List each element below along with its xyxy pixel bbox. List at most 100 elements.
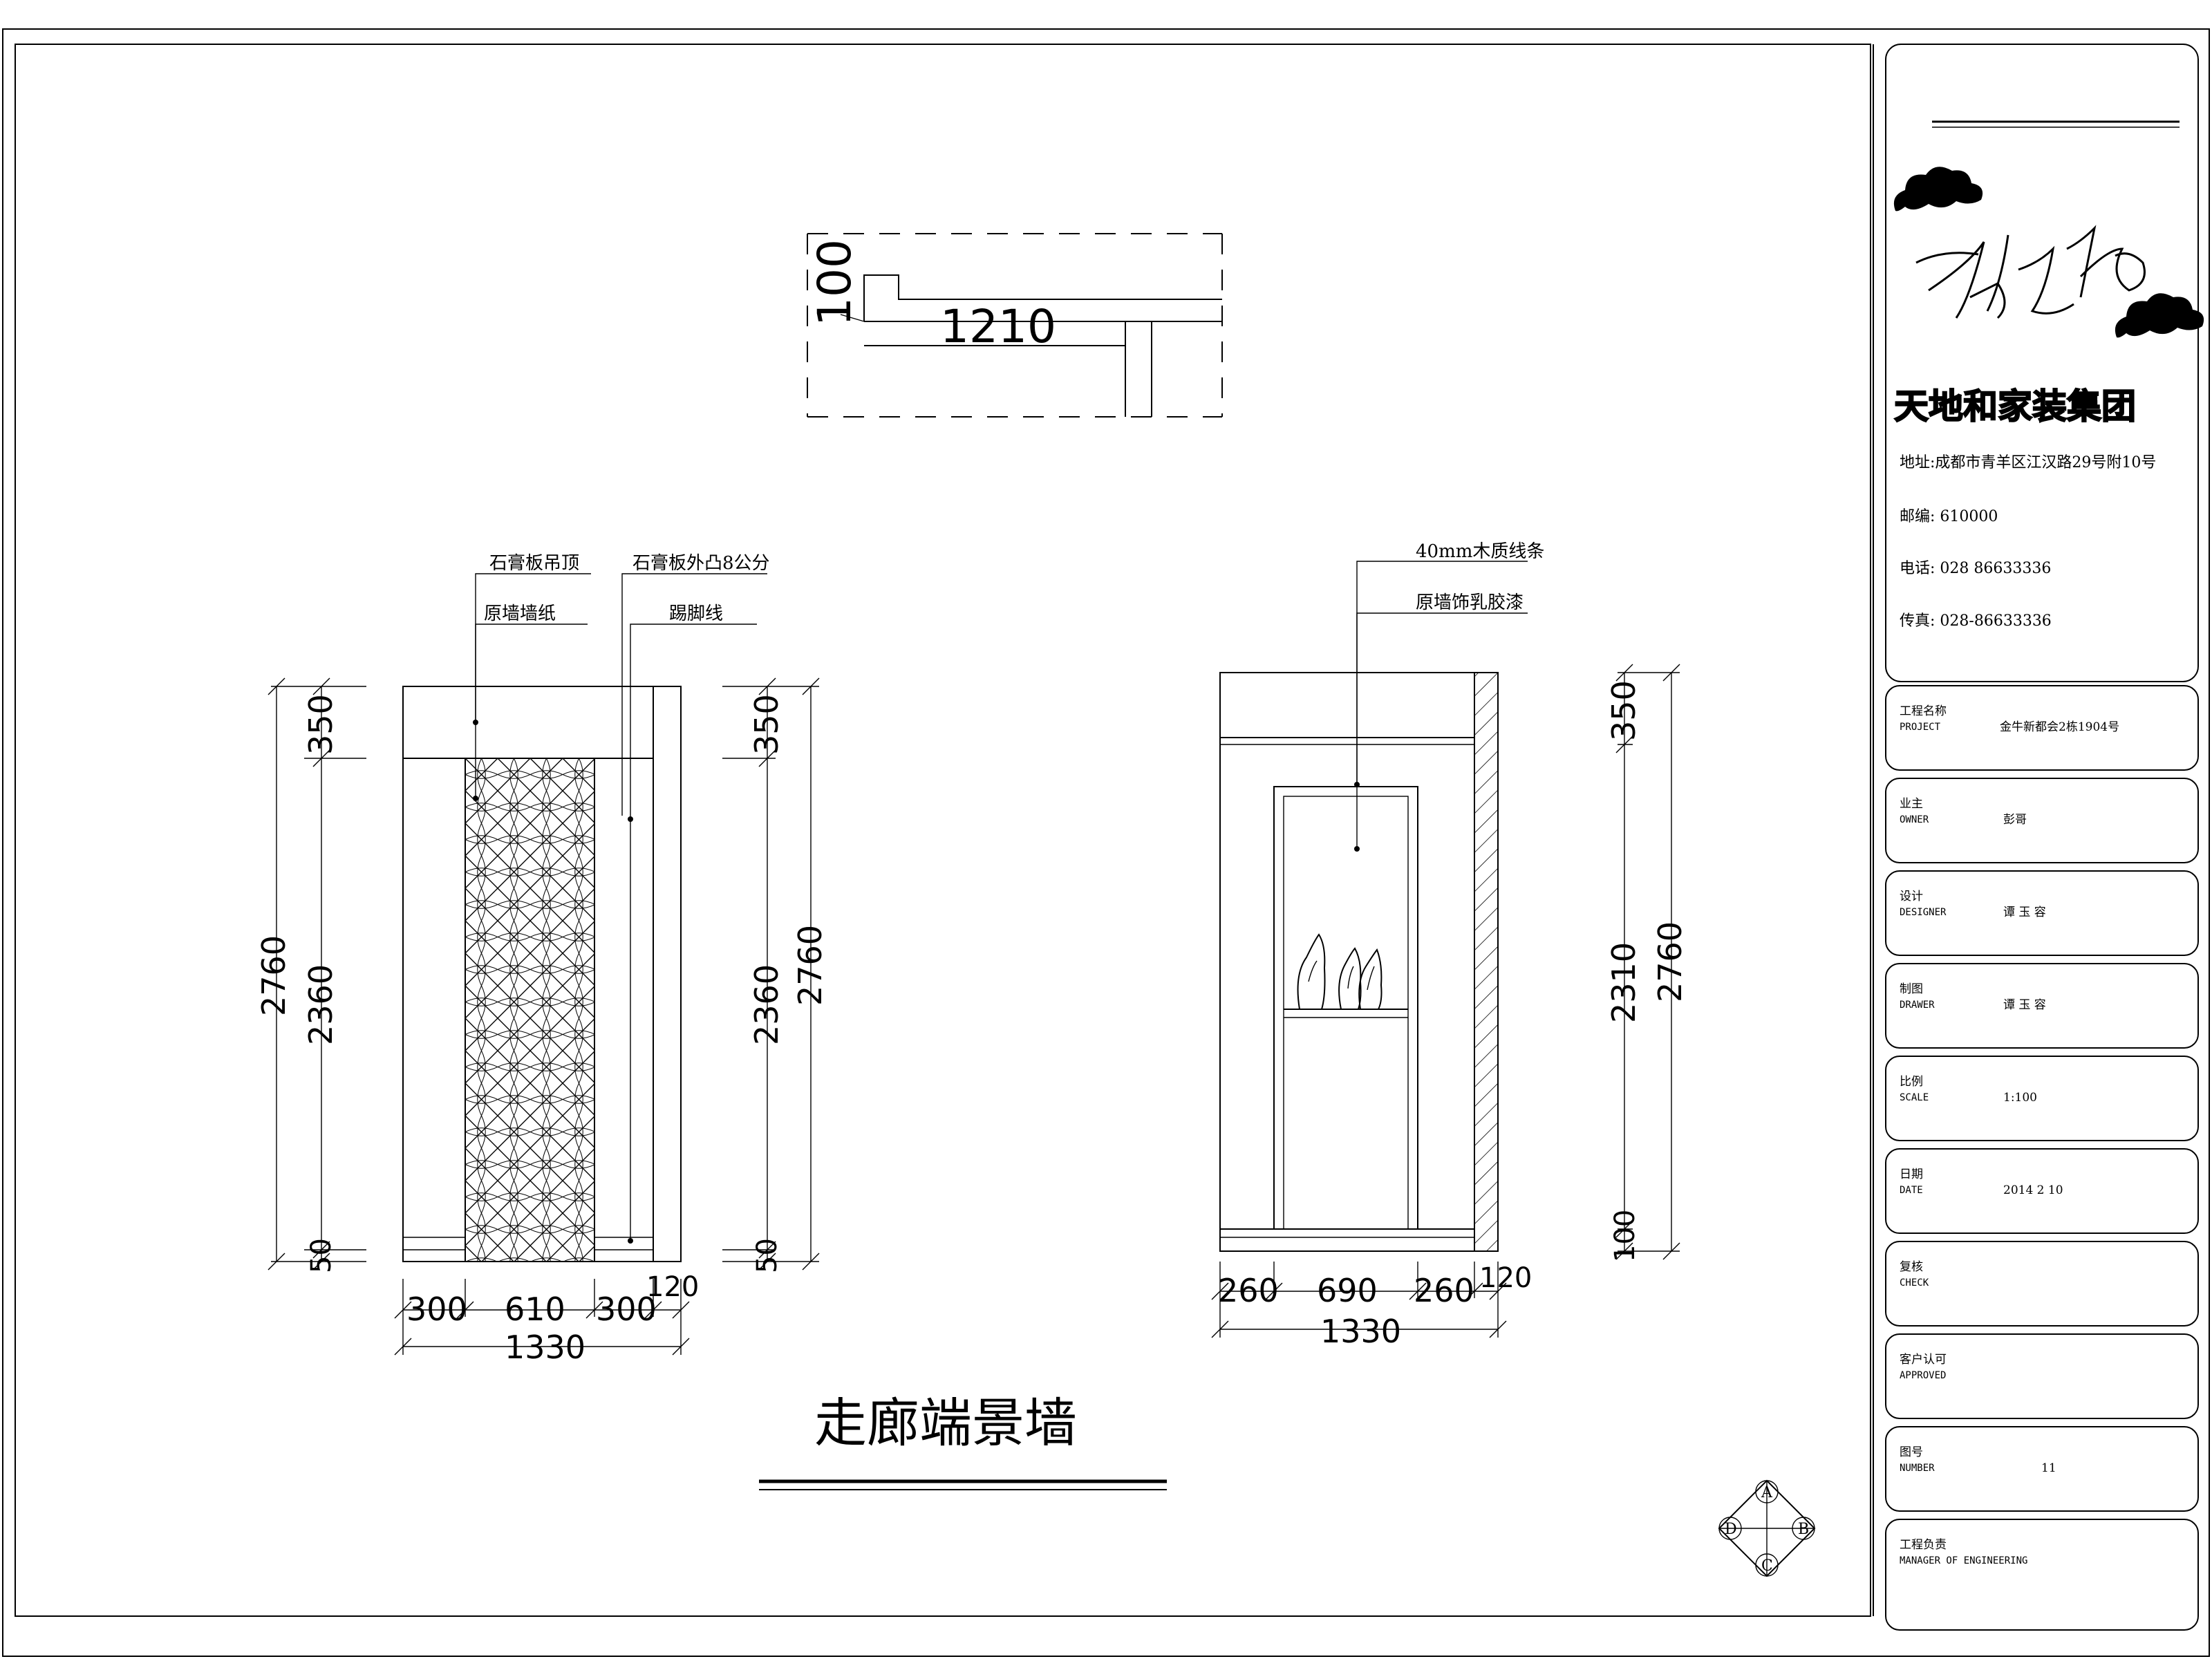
compass-icon: A B C D: [1718, 1479, 1816, 1577]
title-block-value: 11: [2041, 1461, 2056, 1475]
title-block-label-en: NUMBER: [1900, 1463, 1935, 1474]
title-block-label-en: APPROVED: [1900, 1370, 1946, 1381]
tb-postcode: 邮编: 610000: [1900, 508, 1998, 525]
right-dim-bottom: 100: [1609, 1210, 1641, 1262]
title-block-row: 工程负责 MANAGER OF ENGINEERING: [1885, 1519, 2199, 1631]
right-dim-h-b: 690: [1317, 1272, 1378, 1309]
title-block-row-frame: [1885, 963, 2199, 1049]
right-elevation: 40mm木质线条 原墙饰乳胶漆 350 2310 100 2760: [1211, 541, 1689, 1350]
title-block-label-cn: 图号: [1900, 1445, 1923, 1459]
compass-b: B: [1798, 1521, 1809, 1538]
left-elevation: 石膏板吊顶 原墙墙纸 石膏板外凸8公分 踢脚线 2760 2360 350 50: [255, 553, 829, 1366]
left-dim-h-b: 610: [505, 1291, 565, 1328]
left-dim-middle: 2360: [302, 964, 339, 1045]
wallpaper-pattern-panel: [465, 758, 595, 1262]
title-block-row-frame: [1885, 1241, 2199, 1327]
right-dim-top: 350: [1605, 680, 1642, 741]
tb-fax: 传真: 028-86633336: [1900, 612, 2052, 630]
title-block-row-frame: [1885, 1519, 2199, 1631]
title-block-value: 彭哥: [2003, 813, 2027, 827]
tb-phone: 电话: 028 86633336: [1900, 560, 2051, 577]
left-dim-total: 2760: [255, 935, 292, 1016]
title-block-label-cn: 比例: [1900, 1075, 1923, 1089]
title-block-label-cn: 业主: [1900, 797, 1923, 811]
title-block-value: 金牛新都会2栋1904号: [2000, 720, 2119, 734]
note-latex-paint: 原墙饰乳胶漆: [1416, 592, 1524, 613]
plan-dim-100: 100: [808, 239, 861, 326]
note-wood-strip: 40mm木质线条: [1416, 541, 1544, 562]
title-block-label-cn: 工程负责: [1900, 1538, 1947, 1552]
title-block-label-en: SCALE: [1900, 1092, 1929, 1103]
title-block-label-cn: 制图: [1900, 982, 1923, 996]
title-block-row-frame: [1885, 778, 2199, 863]
left-dim-bottom-r: 50: [751, 1238, 783, 1273]
title-block-row: 设计 DESIGNER 谭 玉 容: [1885, 870, 2199, 956]
left-dim-h-c: 300: [596, 1291, 657, 1328]
left-dim-top-r: 350: [748, 694, 785, 755]
title-block-row: 日期 DATE 2014 2 10: [1885, 1148, 2199, 1234]
note-wallpaper: 原墙墙纸: [484, 603, 556, 624]
compass-a: A: [1761, 1484, 1773, 1501]
compass-c: C: [1761, 1557, 1773, 1575]
right-dim-h-a: 260: [1218, 1272, 1279, 1309]
outer-border: [2, 28, 2210, 1657]
left-dim-middle-r: 2360: [748, 964, 785, 1045]
title-block-label-cn: 客户认可: [1900, 1353, 1947, 1367]
note-ceiling: 石膏板吊顶: [489, 553, 579, 574]
title-block-label-en: DATE: [1900, 1185, 1923, 1196]
title-block-value: 谭 玉 容: [2003, 998, 2046, 1012]
right-dim-middle: 2310: [1605, 942, 1642, 1023]
title-block-label-en: CHECK: [1900, 1277, 1929, 1288]
title-block-label-en: PROJECT: [1900, 722, 1941, 733]
title-block: 天地和家装集团 地址:成都市青羊区江汉路29号附10号 邮编: 610000 电…: [1873, 44, 2204, 1631]
hatched-wall-section: [1474, 672, 1499, 1252]
note-skirting: 踢脚线: [669, 603, 723, 624]
drawing-title-block: 走廊端景墙: [759, 1392, 1167, 1490]
right-dim-h-d: 120: [1479, 1262, 1532, 1294]
right-dim-h-total: 1330: [1320, 1313, 1401, 1350]
right-dim-h-c: 260: [1414, 1272, 1474, 1309]
title-block-row: 业主 OWNER 彭哥: [1885, 778, 2199, 863]
title-block-value: 1:100: [2003, 1091, 2037, 1105]
decorative-vases: [1297, 933, 1382, 1010]
drawing-frame: [15, 44, 1871, 1617]
title-block-label-en: DRAWER: [1900, 1000, 1935, 1011]
left-dim-h-a: 300: [406, 1291, 467, 1328]
title-block-label-en: DESIGNER: [1900, 907, 1947, 918]
company-logo: [1893, 167, 2204, 338]
title-block-row: 制图 DRAWER 谭 玉 容: [1885, 963, 2199, 1049]
right-dim-total: 2760: [1651, 921, 1689, 1002]
title-block-row: 客户认可 APPROVED: [1885, 1333, 2199, 1419]
title-block-row: 工程名称 PROJECT 金牛新都会2栋1904号: [1885, 685, 2199, 771]
title-block-value: 2014 2 10: [2003, 1183, 2063, 1197]
company-brand: 天地和家装集团: [1894, 386, 2136, 427]
left-dim-bottom: 50: [306, 1238, 337, 1273]
left-dim-total-r: 2760: [791, 925, 829, 1006]
title-block-label-cn: 日期: [1900, 1168, 1923, 1181]
title-block-label-cn: 设计: [1900, 890, 1923, 903]
note-protrude: 石膏板外凸8公分: [632, 553, 770, 574]
title-block-label-cn: 工程名称: [1900, 704, 1947, 718]
title-block-row-frame: [1885, 685, 2199, 771]
title-block-row: 复核 CHECK: [1885, 1241, 2199, 1327]
title-block-row-frame: [1885, 870, 2199, 956]
left-dim-h-total: 1330: [505, 1329, 585, 1366]
left-dim-h-d: 120: [646, 1271, 699, 1303]
title-block-row: 图号 NUMBER 11: [1885, 1426, 2199, 1512]
drawing-title: 走廊端景墙: [814, 1392, 1077, 1454]
title-block-row-frame: [1885, 1056, 2199, 1141]
title-block-label-en: OWNER: [1900, 814, 1929, 825]
left-dim-top: 350: [302, 694, 339, 755]
tb-address: 地址:成都市青羊区江汉路29号附10号: [1900, 454, 2156, 471]
compass-d: D: [1725, 1521, 1737, 1538]
title-block-row: 比例 SCALE 1:100: [1885, 1056, 2199, 1141]
title-block-label-cn: 复核: [1900, 1260, 1923, 1274]
title-block-row-frame: [1885, 1148, 2199, 1234]
title-block-row-frame: [1885, 1333, 2199, 1419]
plan-section-detail: 100 1210: [807, 233, 1223, 418]
title-block-row-frame: [1885, 1426, 2199, 1512]
title-block-label-en: MANAGER OF ENGINEERING: [1900, 1555, 2027, 1566]
title-block-value: 谭 玉 容: [2003, 906, 2046, 919]
